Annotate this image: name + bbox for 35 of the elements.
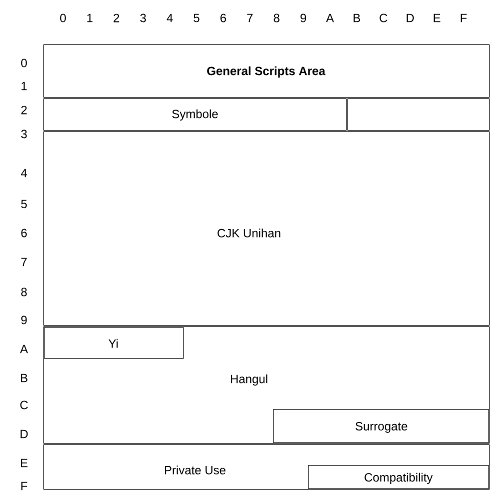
column-number: 1 [87,14,92,22]
row-number: 8 [21,288,27,296]
column-number: E [434,14,440,22]
row-number: 9 [21,316,27,324]
column-number: 0 [60,14,66,22]
row-number: 0 [21,58,27,68]
column-number: 2 [114,14,120,22]
row-number: 6 [21,228,27,238]
column-number: D [406,14,414,22]
column-number: A [326,14,334,22]
column-number: 5 [194,14,200,22]
column-number: 6 [220,14,226,22]
block-region: Yi [44,327,184,359]
block-region: Surrogate [273,409,489,443]
row-number: 1 [22,82,27,90]
column-number: B [354,14,360,22]
column-number: 7 [247,14,253,22]
row-number: B [20,374,28,382]
column-number: 4 [166,14,173,22]
row-number: 7 [21,258,27,266]
row-number: A [20,344,28,354]
row-number: C [20,400,28,410]
row-number: 5 [21,200,27,208]
row-number: D [20,430,28,438]
block-region: Compatibility [308,465,489,489]
row-number: 2 [21,106,27,114]
row-number: F [21,482,28,490]
column-number: 8 [274,14,280,22]
column-number: C [380,14,388,22]
row-number: 3 [21,130,27,138]
row-number: 4 [20,168,27,178]
column-number: 3 [140,14,146,22]
row-number: E [20,458,28,468]
column-number: 9 [300,14,306,22]
column-number: F [460,14,467,22]
